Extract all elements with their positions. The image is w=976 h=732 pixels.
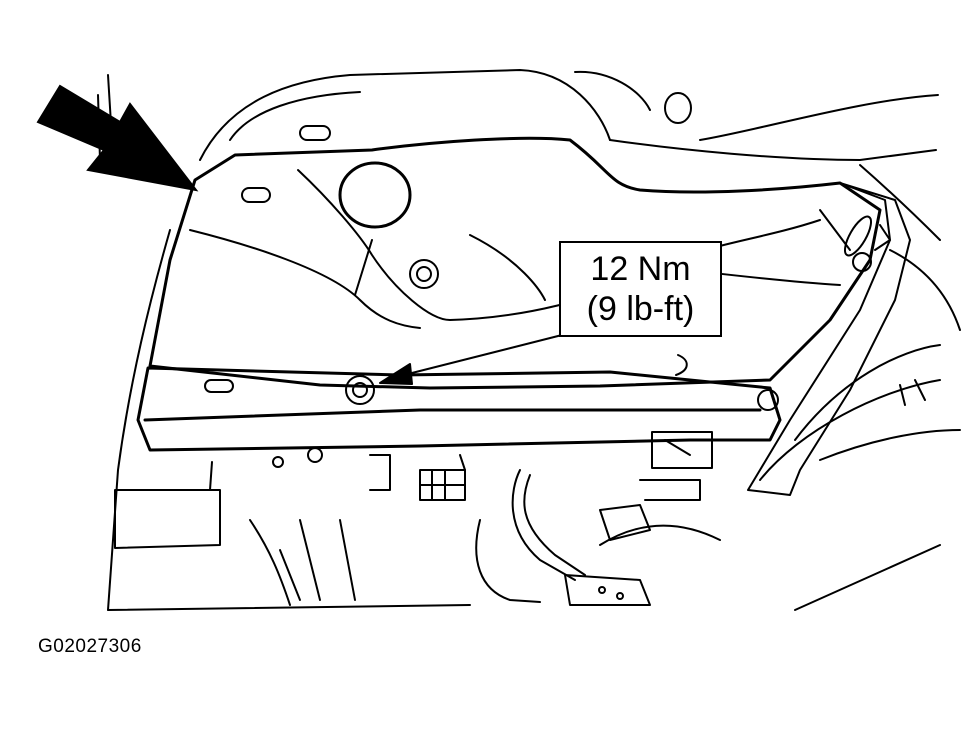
figure-id-label: G02027306 [38,636,142,657]
bolt-right [757,252,872,411]
torque-nm-label: 12 Nm [590,250,691,288]
access-hole [664,92,692,124]
lower-rail [136,366,782,452]
lower-components [114,447,701,606]
bolt-upper [409,259,439,289]
bolt-lower [345,375,375,405]
torque-lbft-label: (9 lb-ft) [586,290,695,328]
torque-pointer-arrow [379,334,563,385]
location-arrow [36,84,199,192]
vehicle-body-outline [97,69,961,611]
panel-slot [241,187,271,203]
panel-boss [338,161,412,229]
rail-slot [204,379,234,393]
torque-spec-callout: 12 Nm (9 lb-ft) [559,241,722,337]
clip-bracket [651,431,713,469]
shield-panel [148,136,882,390]
right-bracket [747,182,911,496]
